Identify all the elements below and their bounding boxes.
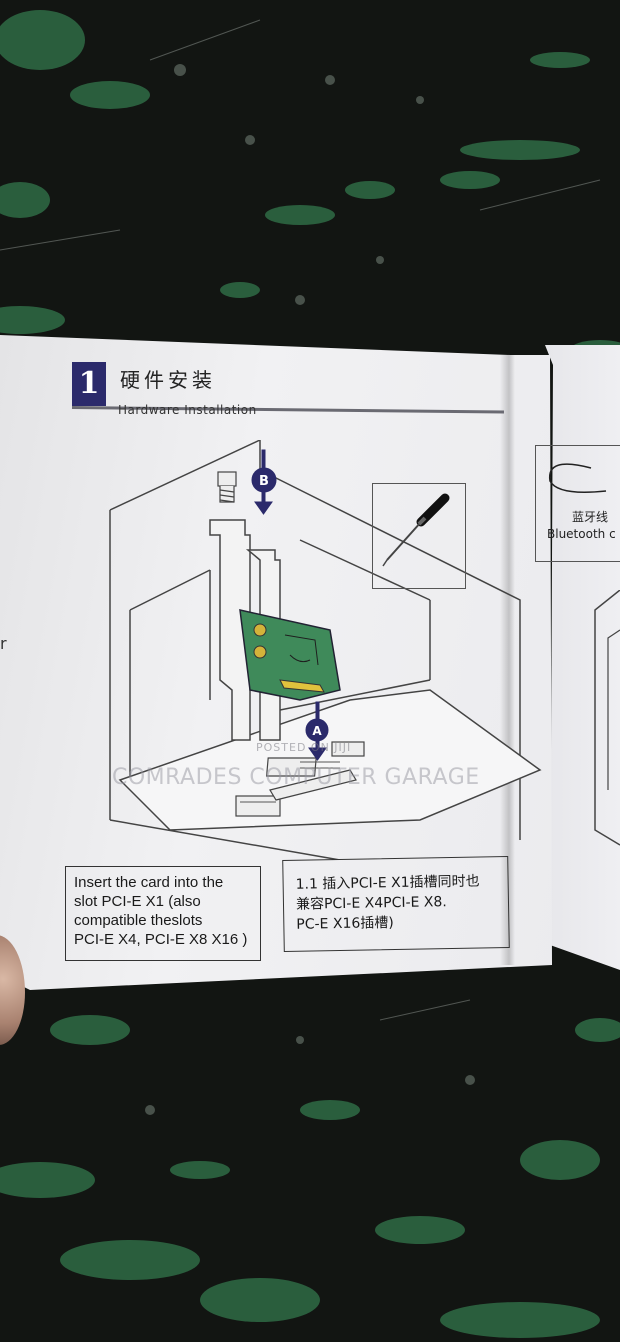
label-b: B xyxy=(259,474,269,489)
tool-box xyxy=(372,483,466,589)
step-number-badge: 1 xyxy=(72,362,106,406)
screw-icon xyxy=(217,471,237,503)
caption-en-line: PCI-E X4, PCI-E X8 X16 ) xyxy=(74,931,248,948)
section-title-en: Hardware Installation xyxy=(118,403,257,417)
page-fold-shadow xyxy=(500,355,515,965)
caption-zh-line: 1.1 插入PCI-E X1插槽同时也 xyxy=(295,873,480,893)
section-title-zh: 硬件安装 xyxy=(120,368,216,392)
caption-en-line: slot PCI-E X1 (also xyxy=(74,893,201,910)
caption-en-line: Insert the card into the xyxy=(74,874,224,891)
down-arrow-icon xyxy=(305,701,329,761)
installation-diagram: B A xyxy=(109,440,542,860)
caption-english: Insert the card into the slot PCI-E X1 (… xyxy=(65,866,261,961)
bluetooth-label-zh: 蓝牙线 xyxy=(572,510,609,524)
right-page-diagram xyxy=(594,590,620,846)
watermark-shop-name: COMRADES COMPUTER GARAGE xyxy=(112,765,480,790)
caption-en-line: compatible theslots xyxy=(74,912,203,929)
down-arrow-icon xyxy=(251,449,277,515)
cable-icon xyxy=(549,463,607,493)
caption-zh-line: PC-E X16插槽) xyxy=(296,915,394,933)
left-edge-glyph: r xyxy=(0,634,7,653)
caption-chinese: 1.1 插入PCI-E X1插槽同时也 兼容PCI-E X4PCI-E X8. … xyxy=(282,856,510,952)
watermark-posted: POSTED ON JIJI xyxy=(256,741,352,754)
bluetooth-label-en: Bluetooth c xyxy=(547,527,616,541)
screwdriver-icon xyxy=(382,493,450,567)
label-a: A xyxy=(312,724,322,738)
bluetooth-cable-box xyxy=(535,445,620,562)
